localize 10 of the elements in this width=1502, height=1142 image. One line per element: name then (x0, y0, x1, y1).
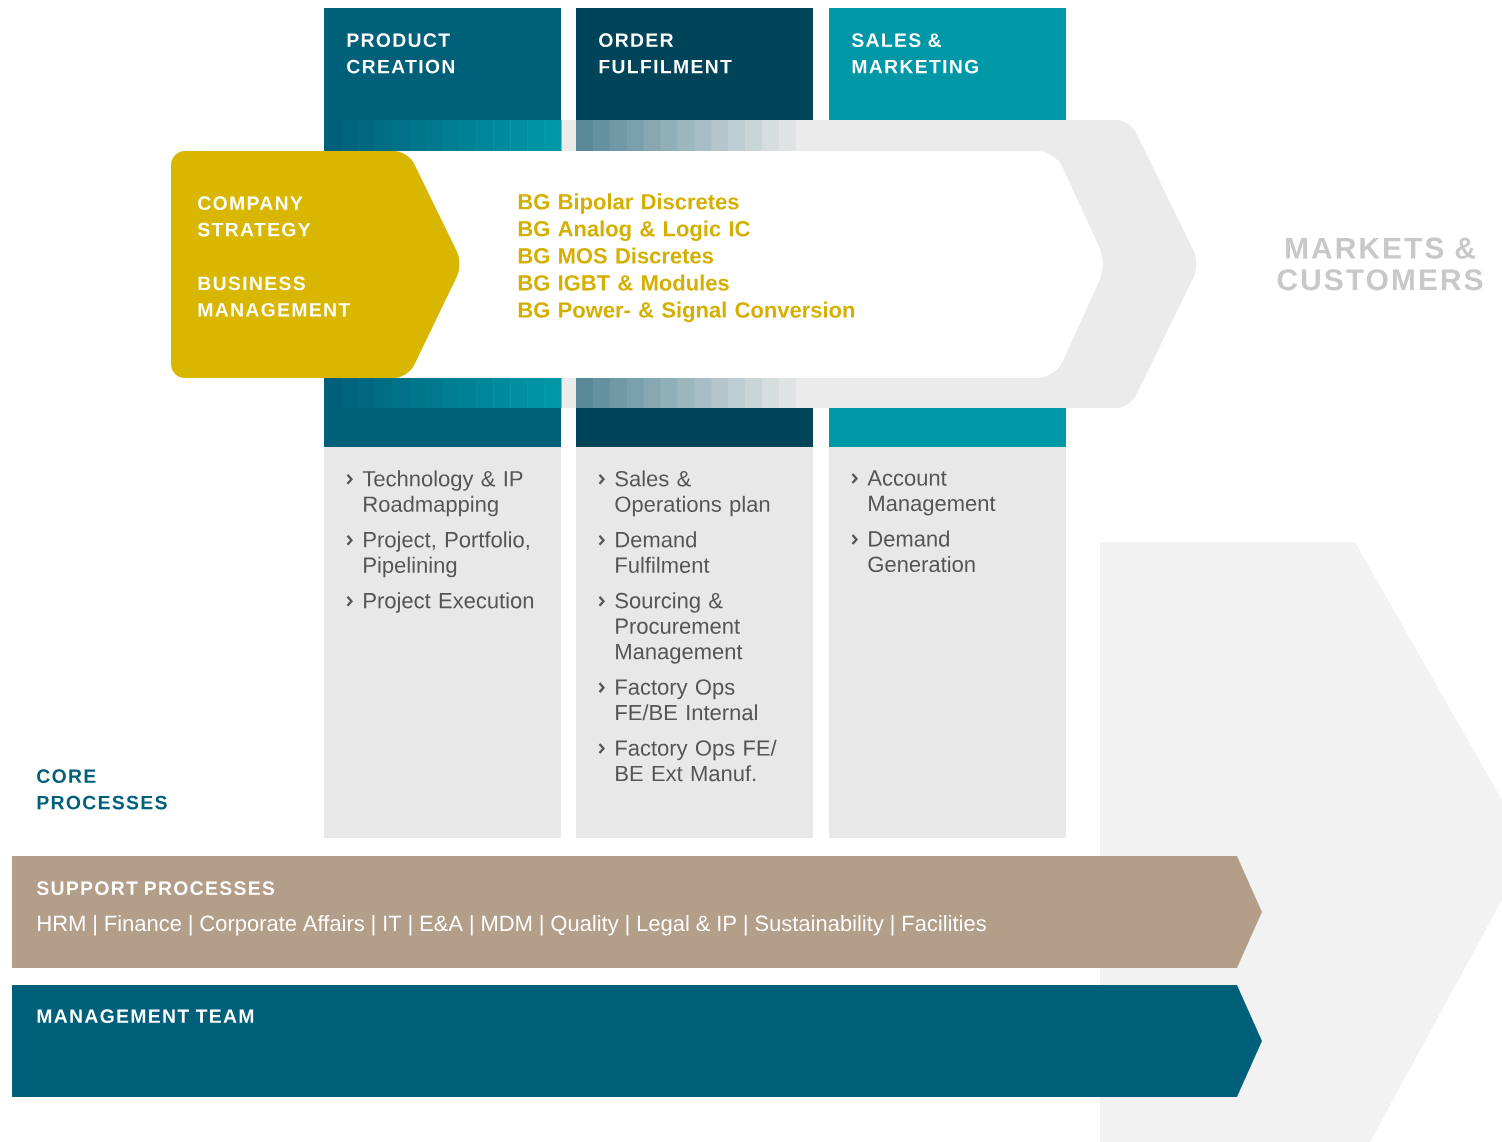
column-header: SALES & MARKETING (829, 8, 1066, 120)
process-list-box: Sales & Operations plan Demand Fulfilment Sourcing & Procurement Management Factory Ops FE/BE Internal Factory Ops FE/ BE Ext Manuf. (576, 408, 813, 838)
process-list-box: Technology & IP Roadmapping Project, Portfolio, Pipelining Project Execution (324, 408, 561, 838)
column-header: ORDER FULFILMENT (576, 8, 813, 120)
management-band: MANAGEMENT TEAM (12, 985, 1262, 1097)
strategy-panel: COMPANY STRATEGY BUSINESS MANAGEMENT (171, 151, 460, 378)
support-band: SUPPORT PROCESSES HRM | Finance | Corporate Affairs | IT | E&A | MDM | Quality | Legal & IP | Sustainability | Facilities (12, 856, 1262, 968)
column-header: PRODUCT CREATION (324, 8, 561, 120)
section-label: CORE PROCESSES (37, 769, 167, 810)
process-list-box: Account Management Demand Generation (829, 408, 1066, 838)
